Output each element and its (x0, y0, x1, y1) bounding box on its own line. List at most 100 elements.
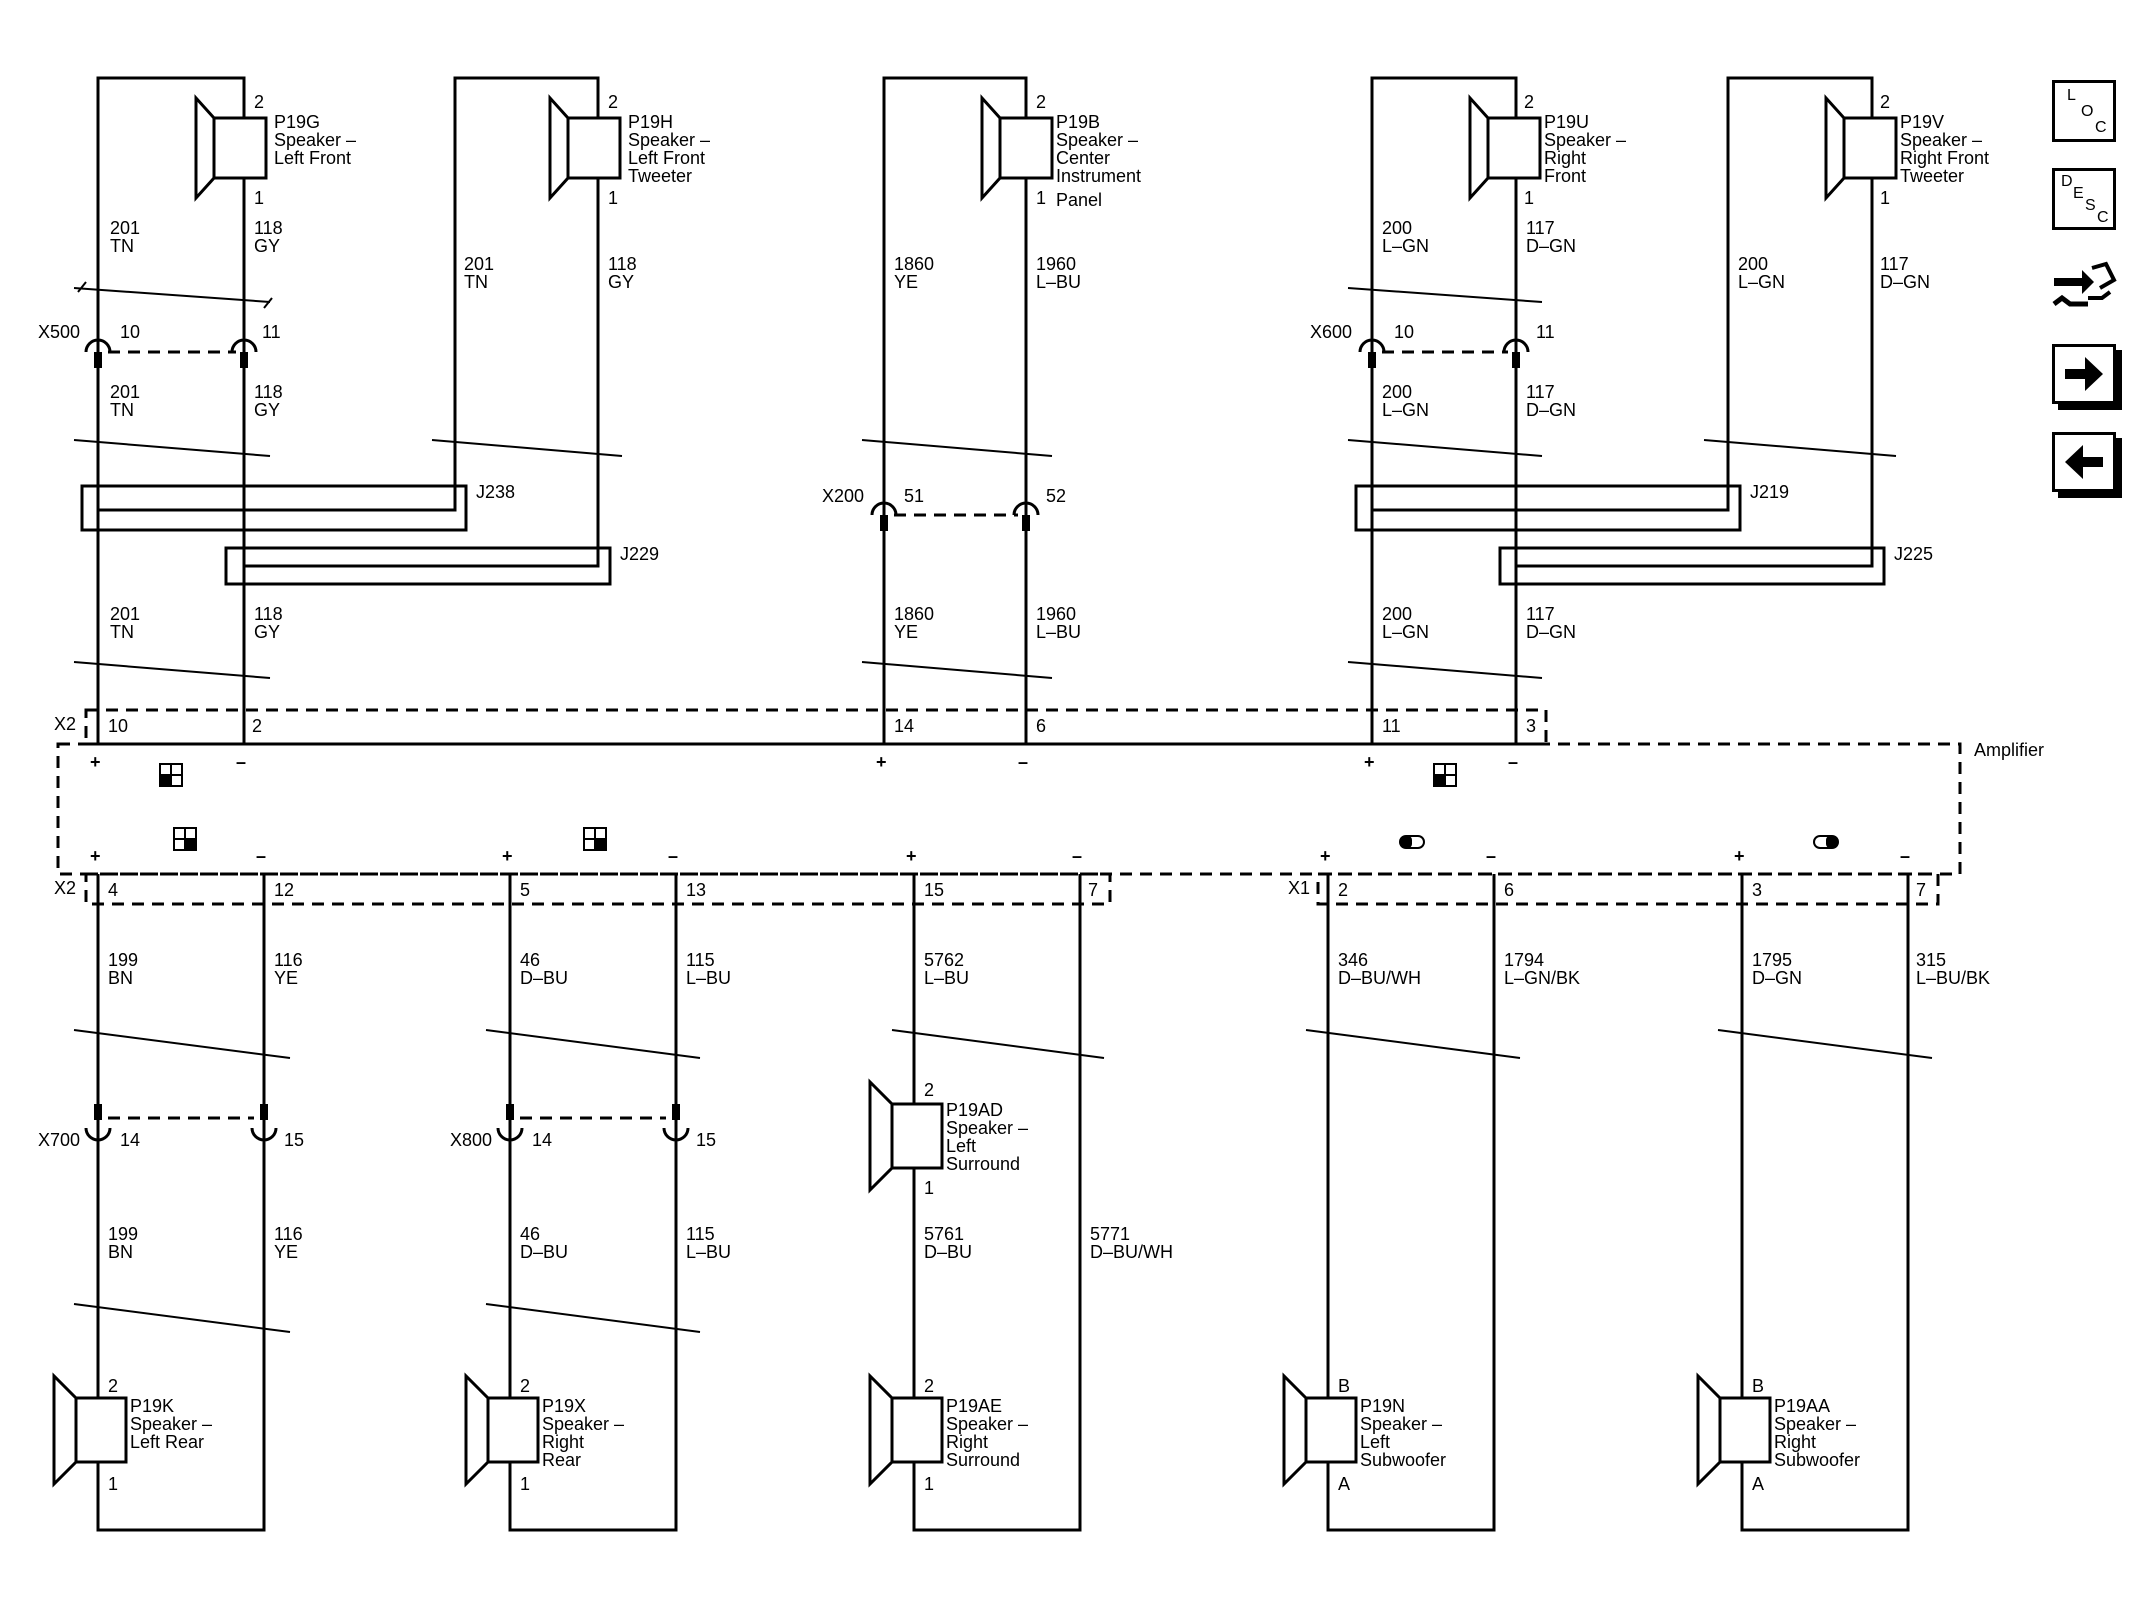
desc-letter: C (2097, 209, 2109, 226)
pin-number: 14 (532, 1130, 552, 1150)
polarity-minus: – (236, 752, 246, 772)
speaker-desc: Left Front (274, 148, 351, 168)
speaker-desc: Left (1360, 1432, 1390, 1452)
loc-letter: C (2095, 119, 2107, 136)
connector-id: 10 (1394, 322, 1414, 342)
pin-label: 2 (1036, 92, 1046, 112)
wire-color: D–BU (520, 1242, 568, 1262)
speaker-desc: Panel (1056, 190, 1102, 210)
splice-j238 (80, 484, 468, 532)
description-button[interactable]: D E S C (2052, 168, 2116, 230)
inline-connector-x200 (870, 501, 1040, 531)
polarity-minus: – (1072, 846, 1082, 866)
wire-number: 199 (108, 950, 138, 970)
desc-letter: E (2073, 185, 2084, 202)
polarity-plus: + (1320, 846, 1331, 866)
splice-j225 (1498, 546, 1886, 586)
wire-number: 346 (1338, 950, 1368, 970)
wire-color: GY (254, 622, 280, 642)
wire-color: BN (108, 968, 133, 988)
wire-number: 46 (520, 950, 540, 970)
wire-number: 116 (274, 950, 303, 970)
connector-icon[interactable] (2048, 258, 2120, 320)
pin-number: 5 (520, 880, 530, 900)
speaker-icon (980, 94, 1054, 202)
pin-label: 1 (1036, 188, 1046, 208)
pin-label: 1 (1524, 188, 1534, 208)
pin-number: 14 (120, 1130, 140, 1150)
desc-letter: D (2061, 173, 2073, 190)
wire-color: L–GN (1382, 400, 1429, 420)
wire-number: 315 (1916, 950, 1946, 970)
wire-color: D–GN (1526, 236, 1576, 256)
wire-number: 1795 (1752, 950, 1792, 970)
wire-number: 201 (464, 254, 494, 274)
wire-number: 200 (1382, 218, 1412, 238)
pin-number: 14 (894, 716, 914, 736)
pin-label: A (1338, 1474, 1350, 1494)
speaker-desc: Speaker – (946, 1118, 1028, 1138)
connector-id: X700 (38, 1130, 80, 1150)
speaker-desc: Center (1056, 148, 1110, 168)
pin-label: 1 (924, 1178, 934, 1198)
speaker-icon (1824, 94, 1898, 202)
wire-number: 118 (608, 254, 637, 274)
connector-x1 (1316, 872, 1940, 906)
right-front-circuit (1370, 76, 1898, 745)
pin-label: 2 (608, 92, 618, 112)
wire-color: D–GN (1526, 622, 1576, 642)
wire-color: L–GN (1382, 622, 1429, 642)
wire-color: GY (254, 236, 280, 256)
pin-label: 2 (520, 1376, 530, 1396)
wire-color: L–BU (1036, 622, 1081, 642)
bottom-circuits (96, 874, 1910, 1532)
pin-label: 1 (520, 1474, 530, 1494)
speaker-desc: Right Front (1900, 148, 1989, 168)
polarity-plus: + (1734, 846, 1745, 866)
wire-color: L–GN (1382, 236, 1429, 256)
speaker-desc: Speaker – (1900, 130, 1982, 150)
wire-color: L–BU (1036, 272, 1081, 292)
next-button[interactable] (2052, 344, 2116, 404)
wire-number: 1960 (1036, 254, 1076, 274)
wire-color: L–BU (686, 968, 731, 988)
previous-button[interactable] (2052, 432, 2116, 492)
speaker-icon (1696, 1372, 1772, 1488)
wire-color: YE (894, 272, 918, 292)
connector-id: X2 (54, 714, 76, 734)
polarity-plus: + (502, 846, 513, 866)
wire-color: L–BU (924, 968, 969, 988)
wire-color: TN (110, 236, 134, 256)
wire-number: 115 (686, 1224, 715, 1244)
wire-color: GY (608, 272, 634, 292)
desc-letter: S (2085, 197, 2096, 214)
pin-number: 10 (120, 322, 140, 342)
pin-number: 12 (274, 880, 294, 900)
wire-number: 200 (1382, 382, 1412, 402)
pin-number: 2 (252, 716, 262, 736)
pin-label: 2 (924, 1080, 934, 1100)
pin-number: 11 (1536, 322, 1555, 342)
wire-number: 1794 (1504, 950, 1544, 970)
speaker-desc: Subwoofer (1360, 1450, 1446, 1470)
polarity-minus: – (1486, 846, 1496, 866)
speaker-desc: Left Rear (130, 1432, 204, 1452)
splice-id: J238 (476, 482, 515, 502)
pin-number: 15 (696, 1130, 716, 1150)
pin-number: 3 (1752, 880, 1762, 900)
speaker-icon (464, 1372, 540, 1488)
amp-channel-icon (173, 827, 197, 851)
connector-x2-bottom (84, 872, 1112, 906)
location-button[interactable]: L O C (2052, 80, 2116, 142)
wire-color: TN (464, 272, 488, 292)
speaker-desc: Speaker – (274, 130, 356, 150)
amp-channel-icon (159, 763, 183, 787)
wire-number: 201 (110, 218, 140, 238)
speaker-desc: Surround (946, 1154, 1020, 1174)
pin-label: 1 (108, 1474, 118, 1494)
wire-number: 1960 (1036, 604, 1076, 624)
splice-j229 (224, 546, 612, 586)
polarity-plus: + (90, 752, 101, 772)
pin-number: 3 (1526, 716, 1536, 736)
wire-number: 199 (108, 1224, 138, 1244)
